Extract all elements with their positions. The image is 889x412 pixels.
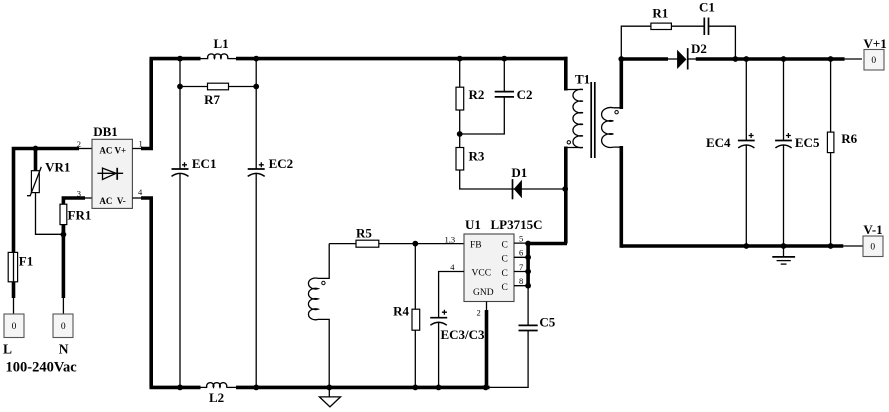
svg-text:EC2: EC2	[269, 156, 294, 171]
svg-text:EC3/C3: EC3/C3	[441, 327, 486, 342]
svg-text:7: 7	[519, 262, 523, 272]
svg-text:V+1: V+1	[864, 36, 887, 51]
svg-text:C2: C2	[517, 87, 533, 102]
svg-text:FR1: FR1	[68, 208, 92, 223]
svg-text:R7: R7	[204, 92, 220, 107]
svg-text:LP3715C: LP3715C	[491, 217, 543, 232]
svg-text:C: C	[502, 241, 508, 251]
svg-text:FB: FB	[470, 240, 482, 250]
svg-text:AC V-: AC V-	[99, 196, 125, 206]
svg-text:2: 2	[477, 308, 481, 318]
svg-text:VCC: VCC	[472, 269, 492, 279]
svg-text:8: 8	[519, 276, 523, 286]
svg-text:R6: R6	[841, 131, 857, 146]
svg-text:3: 3	[77, 188, 81, 198]
svg-text:C: C	[502, 269, 508, 279]
svg-text:R3: R3	[469, 148, 485, 163]
svg-text:AC V+: AC V+	[99, 145, 126, 155]
svg-text:V-1: V-1	[863, 222, 882, 237]
svg-text:EC4: EC4	[706, 135, 731, 150]
svg-text:L: L	[3, 342, 12, 357]
svg-text:C5: C5	[539, 315, 555, 330]
svg-text:4: 4	[138, 187, 143, 197]
svg-text:T1: T1	[575, 72, 590, 87]
svg-text:6: 6	[519, 248, 523, 258]
svg-text:EC1: EC1	[192, 156, 217, 171]
svg-text:VR1: VR1	[45, 160, 70, 175]
svg-text:DB1: DB1	[93, 124, 118, 139]
svg-text:R2: R2	[469, 87, 485, 102]
svg-text:1: 1	[139, 139, 143, 149]
svg-text:4: 4	[450, 262, 455, 272]
svg-text:5: 5	[519, 234, 523, 244]
svg-text:R4: R4	[393, 304, 409, 319]
svg-text:0: 0	[870, 243, 875, 253]
svg-text:C1: C1	[699, 0, 715, 15]
svg-text:R1: R1	[652, 5, 668, 20]
svg-text:EC5: EC5	[795, 135, 820, 150]
svg-text:0: 0	[61, 322, 66, 332]
svg-text:0: 0	[871, 56, 876, 66]
svg-text:2: 2	[77, 139, 81, 149]
svg-text:N: N	[59, 342, 69, 357]
svg-text:C: C	[502, 255, 508, 265]
svg-text:F1: F1	[19, 254, 33, 269]
svg-text:100-240Vac: 100-240Vac	[6, 360, 78, 376]
svg-text:0: 0	[12, 322, 17, 332]
svg-text:GND: GND	[473, 288, 494, 298]
svg-text:U1: U1	[465, 217, 481, 232]
svg-text:C: C	[502, 283, 508, 293]
svg-text:1,3: 1,3	[445, 234, 456, 244]
svg-text:R5: R5	[356, 225, 372, 240]
svg-text:D2: D2	[691, 41, 707, 56]
svg-text:L2: L2	[209, 390, 224, 405]
svg-text:L1: L1	[214, 36, 229, 51]
svg-text:D1: D1	[511, 165, 527, 180]
